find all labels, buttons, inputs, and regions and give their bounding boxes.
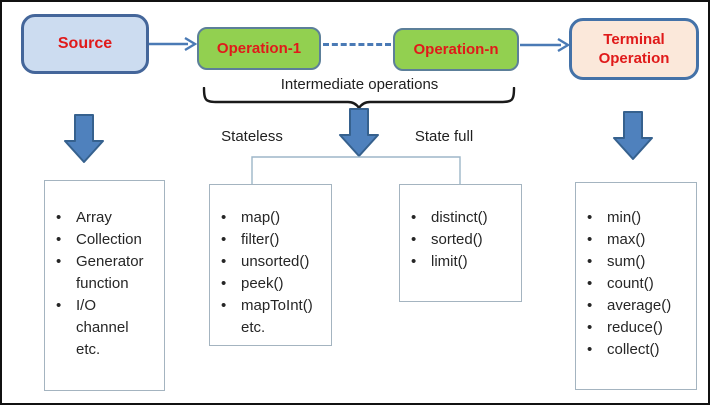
split-connector	[251, 156, 461, 184]
stateless-list-box: map()filter()unsorted()peek()mapToInt() …	[209, 184, 332, 346]
list-item: peek()	[210, 273, 329, 295]
list-item: sorted()	[400, 229, 519, 251]
dashed-connector	[323, 43, 391, 46]
list-item: Collection	[45, 229, 162, 251]
list-item: min()	[576, 207, 694, 229]
down-arrow-icon	[64, 114, 104, 163]
source-node: Source	[21, 14, 149, 74]
terminal-list-box: min()max()sum()count()average()reduce()c…	[575, 182, 697, 390]
list-item: mapToInt() etc.	[210, 295, 329, 339]
terminal-operation-node: Terminal Operation	[569, 18, 699, 80]
list-item: Generator function	[45, 251, 162, 295]
list-item: collect()	[576, 339, 694, 361]
list-item: limit()	[400, 251, 519, 273]
stateful-list: distinct()sorted()limit()	[400, 185, 521, 273]
right-arrow-icon	[149, 36, 198, 52]
stateful-list-box: distinct()sorted()limit()	[399, 184, 522, 302]
list-item: map()	[210, 207, 329, 229]
list-item: count()	[576, 273, 694, 295]
list-item: sum()	[576, 251, 694, 273]
list-item: Array	[45, 207, 162, 229]
stateless-label: Stateless	[221, 128, 283, 145]
intermediate-operations-label: Intermediate operations	[280, 76, 439, 93]
list-item: unsorted()	[210, 251, 329, 273]
list-item: average()	[576, 295, 694, 317]
source-list: ArrayCollectionGenerator functionI/O cha…	[45, 181, 164, 361]
right-arrow-icon	[520, 37, 571, 53]
operation-n-node: Operation-n	[393, 28, 519, 71]
list-item: I/O channel etc.	[45, 295, 162, 361]
stateful-label: State full	[414, 128, 474, 145]
list-item: max()	[576, 229, 694, 251]
list-item: filter()	[210, 229, 329, 251]
down-arrow-icon	[339, 108, 379, 157]
down-arrow-icon	[613, 111, 653, 160]
operation-1-node: Operation-1	[197, 27, 321, 70]
source-list-box: ArrayCollectionGenerator functionI/O cha…	[44, 180, 165, 391]
terminal-list: min()max()sum()count()average()reduce()c…	[576, 183, 696, 361]
list-item: reduce()	[576, 317, 694, 339]
stateless-list: map()filter()unsorted()peek()mapToInt() …	[210, 185, 331, 339]
list-item: distinct()	[400, 207, 519, 229]
